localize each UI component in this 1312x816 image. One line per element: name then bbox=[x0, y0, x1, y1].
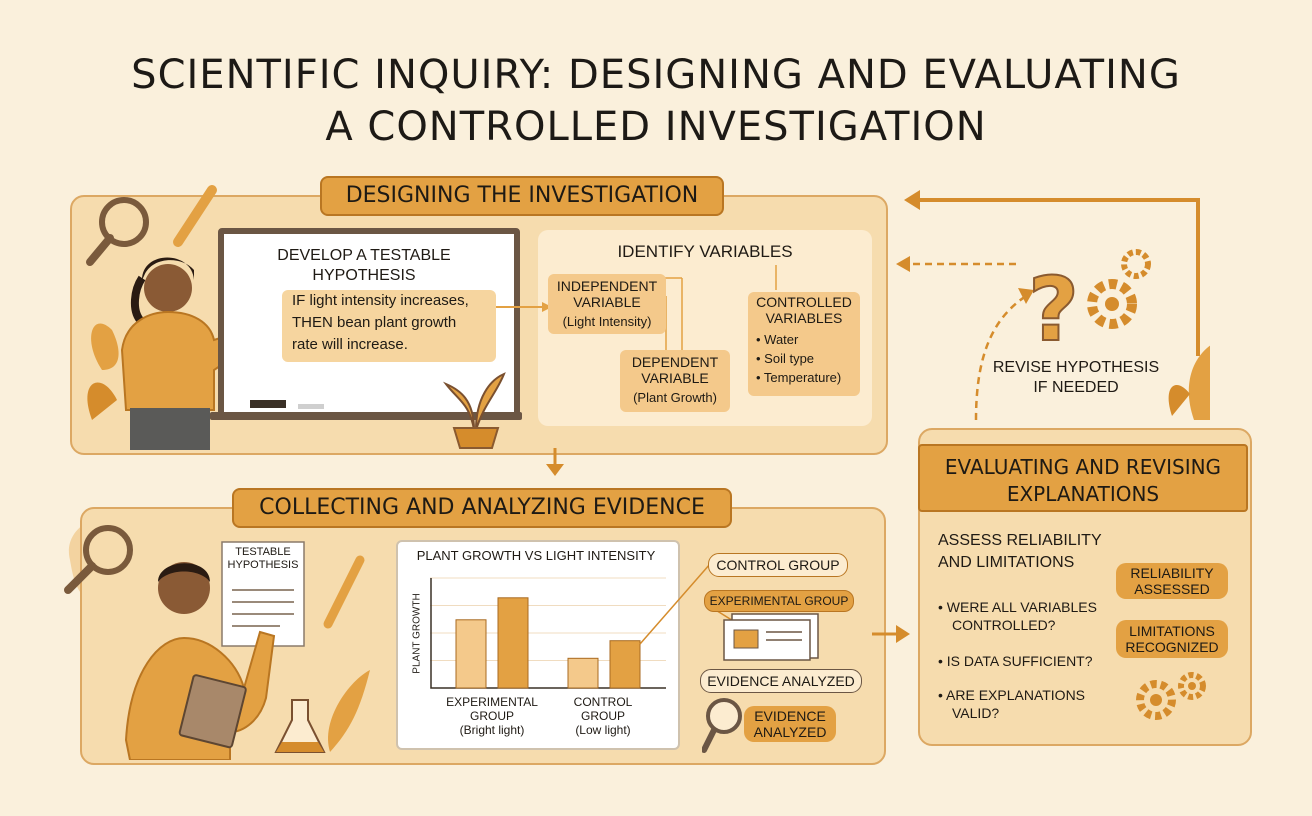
limitations-tag-line-1: LIMITATIONS bbox=[1129, 623, 1215, 639]
revise-line-2: IF NEEDED bbox=[1033, 379, 1119, 396]
question-line-1: • ARE EXPLANATIONS bbox=[938, 687, 1086, 703]
controlled-item: • Soil type bbox=[756, 351, 815, 366]
chart-bar bbox=[567, 657, 599, 689]
independent-line-2: VARIABLE bbox=[573, 294, 641, 310]
category-label-line-2: GROUP bbox=[580, 709, 625, 723]
page-title-line-2: A CONTROLLED INVESTIGATION bbox=[325, 104, 987, 150]
hypothesis-line-1: IF light intensity increases, bbox=[292, 292, 469, 309]
question-line-2: VALID? bbox=[952, 705, 1000, 721]
reliability-tag-line-2: ASSESSED bbox=[1134, 581, 1210, 597]
chart-title: PLANT GROWTH VS LIGHT INTENSITY bbox=[416, 548, 656, 563]
clipboard-icon bbox=[178, 674, 247, 749]
dependent-variable: DEPENDENT VARIABLE (Plant Growth) bbox=[620, 350, 730, 412]
page-title-line-1: SCIENTIFIC INQUIRY: DESIGNING AND EVALUA… bbox=[131, 52, 1181, 98]
eraser-icon bbox=[250, 400, 286, 408]
paper-line-2: HYPOTHESIS bbox=[227, 559, 299, 571]
category-label-line-3: (Low light) bbox=[575, 723, 631, 737]
independent-variable: INDEPENDENT VARIABLE (Light Intensity) bbox=[548, 274, 666, 334]
evaluation-question: • ARE EXPLANATIONS VALID? bbox=[938, 686, 1085, 722]
controlled-item: • Water bbox=[756, 332, 799, 347]
hypothesis-statement: IF light intensity increases, THEN bean … bbox=[282, 290, 496, 362]
magnifier-icon bbox=[99, 197, 149, 247]
reliability-tag-line-1: RELIABILITY bbox=[1130, 565, 1214, 581]
marker-icon bbox=[298, 404, 324, 409]
controlled-item: • Temperature) bbox=[756, 370, 842, 385]
reliability-assessed-tag: RELIABILITY ASSESSED bbox=[1116, 563, 1228, 599]
student-illustration bbox=[64, 525, 370, 760]
dependent-line-3: (Plant Growth) bbox=[633, 390, 717, 405]
assess-line-1: ASSESS RELIABILITY bbox=[938, 532, 1102, 549]
controlled-line-2: VARIABLES bbox=[765, 310, 843, 326]
evaluation-question: • IS DATA SUFFICIENT? bbox=[938, 652, 1093, 670]
independent-line-1: INDEPENDENT bbox=[556, 278, 658, 294]
magnifier-icon bbox=[83, 525, 133, 575]
gears-icon bbox=[1136, 672, 1206, 720]
whiteboard-tray bbox=[210, 412, 522, 420]
potted-plant-icon bbox=[442, 372, 506, 449]
assess-title: ASSESS RELIABILITY AND LIMITATIONS bbox=[938, 530, 1102, 574]
limitations-recognized-tag: LIMITATIONS RECOGNIZED bbox=[1116, 620, 1228, 658]
hypothesis-line-3: rate will increase. bbox=[292, 336, 408, 353]
paper-text: TESTABLE HYPOTHESIS bbox=[222, 546, 304, 572]
evaluating-header-line-1: EVALUATING AND REVISING bbox=[944, 455, 1222, 479]
question-mark-icon: ? bbox=[1028, 258, 1079, 361]
evidence-document-icon bbox=[723, 613, 819, 661]
pencil-icon bbox=[173, 185, 217, 247]
hypothesis-paper-icon bbox=[221, 541, 305, 647]
chart-bar bbox=[497, 597, 529, 689]
chart-bar bbox=[455, 619, 487, 689]
evidence-analyzed-tag: EVIDENCE ANALYZED bbox=[744, 706, 836, 742]
bar-chart bbox=[430, 577, 666, 689]
chart-category-control: CONTROL GROUP (Low light) bbox=[548, 695, 658, 737]
evaluating-header-line-2: EXPLANATIONS bbox=[1006, 482, 1160, 506]
evaluating-header: EVALUATING AND REVISING EXPLANATIONS bbox=[918, 444, 1248, 512]
chart-bar bbox=[609, 640, 641, 689]
independent-line-3: (Light Intensity) bbox=[562, 314, 652, 329]
assess-line-2: AND LIMITATIONS bbox=[938, 554, 1075, 571]
paper-line-1: TESTABLE bbox=[235, 546, 291, 558]
hypothesis-line-2: THEN bean plant growth bbox=[292, 314, 457, 331]
designing-header: DESIGNING THE INVESTIGATION bbox=[320, 176, 724, 216]
gear-icon bbox=[1087, 279, 1137, 329]
dependent-line-2: VARIABLE bbox=[641, 370, 709, 386]
variables-connectors bbox=[496, 265, 777, 360]
question-line-2: CONTROLLED? bbox=[952, 617, 1056, 633]
hypothesis-title: DEVELOP A TESTABLE HYPOTHESIS bbox=[228, 246, 500, 286]
controlled-variables: CONTROLLED VARIABLES • Water • Soil type… bbox=[748, 292, 860, 396]
evidence-tag-line-2: ANALYZED bbox=[753, 724, 827, 740]
experimental-group-label: EXPERIMENTAL GROUP bbox=[704, 590, 854, 612]
revise-hypothesis-label: REVISE HYPOTHESIS IF NEEDED bbox=[986, 358, 1166, 398]
hypothesis-title-line-1: DEVELOP A TESTABLE bbox=[277, 247, 451, 264]
chart-y-axis-label: PLANT GROWTH bbox=[411, 593, 423, 674]
arrow-down-icon bbox=[546, 448, 564, 476]
category-label-line-1: CONTROL bbox=[573, 695, 633, 709]
evidence-analyzed-label: EVIDENCE ANALYZED bbox=[700, 669, 862, 693]
chart-category-experimental: EXPERIMENTAL GROUP (Bright light) bbox=[432, 695, 552, 737]
feedback-arrows: ? bbox=[896, 190, 1210, 421]
question-line-1: • IS DATA SUFFICIENT? bbox=[938, 653, 1093, 669]
gear-icon bbox=[1121, 249, 1151, 279]
category-label-line-3: (Bright light) bbox=[459, 723, 525, 737]
control-group-label: CONTROL GROUP bbox=[708, 553, 848, 577]
limitations-tag-line-2: RECOGNIZED bbox=[1125, 639, 1219, 655]
controlled-line-1: CONTROLLED bbox=[756, 294, 852, 310]
variables-title: IDENTIFY VARIABLES bbox=[617, 242, 793, 261]
arrow-right-icon bbox=[872, 625, 910, 643]
dependent-line-1: DEPENDENT bbox=[631, 354, 719, 370]
pencil-icon bbox=[323, 555, 365, 629]
evidence-tag-line-1: EVIDENCE bbox=[754, 708, 826, 724]
magnifier-icon bbox=[702, 698, 742, 753]
hypothesis-title-line-2: HYPOTHESIS bbox=[312, 267, 416, 284]
teacher-illustration bbox=[86, 185, 266, 450]
collecting-header: COLLECTING AND ANALYZING EVIDENCE bbox=[232, 488, 732, 528]
category-label-line-2: GROUP bbox=[469, 709, 514, 723]
category-label-line-1: EXPERIMENTAL bbox=[446, 695, 538, 709]
revise-line-1: REVISE HYPOTHESIS bbox=[992, 359, 1160, 376]
question-line-1: • WERE ALL VARIABLES bbox=[938, 599, 1097, 615]
evaluation-question: • WERE ALL VARIABLES CONTROLLED? bbox=[938, 598, 1097, 634]
